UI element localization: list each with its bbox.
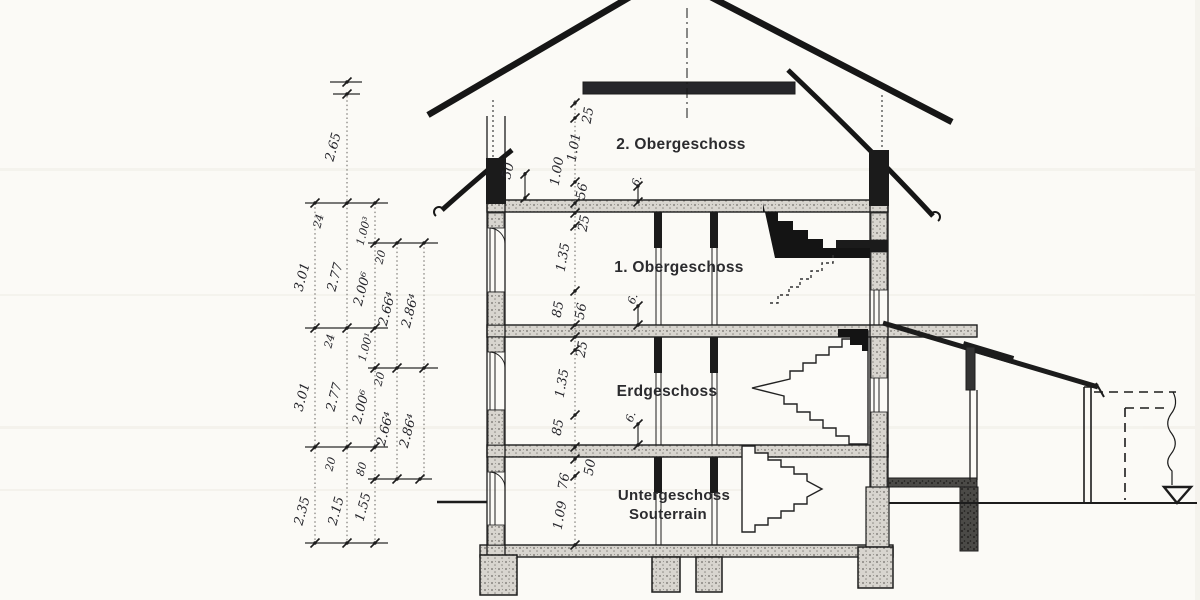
left-gutter-hook	[433, 206, 444, 217]
right-wall-basement	[865, 486, 890, 548]
dim-label: 85	[550, 418, 568, 437]
foundations	[479, 546, 894, 596]
left-wall	[486, 116, 506, 555]
dimension-labels-center: 50 25 1.01 1.00 56 6. 25 1.35 85 56 6. 2…	[499, 106, 644, 531]
window-1og	[488, 352, 505, 411]
dim-label: 24	[310, 213, 326, 231]
ground	[437, 500, 1197, 504]
dim-label: 6.	[625, 292, 641, 306]
dimension-lines	[305, 76, 644, 551]
dim-label: 2.15	[325, 495, 347, 528]
slab-eg-floor	[486, 444, 889, 458]
dim-label: 1.35	[554, 242, 574, 273]
stair-wedge-1og	[751, 330, 869, 445]
window-ug	[489, 472, 496, 525]
dim-label: 2.66⁴	[376, 291, 400, 329]
stair-wedge-ug	[741, 445, 824, 533]
staircase	[741, 203, 870, 533]
dim-label: 1.01	[565, 132, 585, 163]
dim-label: 2.77	[324, 260, 346, 294]
annex-right-wall	[1083, 386, 1098, 503]
dim-label: 1.00	[548, 156, 568, 187]
dim-label: 2.66⁴	[374, 411, 398, 449]
dim-label: 3.01	[292, 261, 314, 293]
dim-label: 6.	[629, 174, 645, 188]
interior-partitions	[654, 212, 718, 545]
collar-beam	[582, 81, 796, 95]
dim-label: 3.01	[292, 381, 314, 413]
annex-floor-band	[887, 477, 978, 488]
floor-label-2og: 2. Obergeschoss	[616, 136, 745, 153]
window-2og	[488, 228, 505, 293]
dim-label: 24	[321, 333, 337, 351]
ground-level-marker	[1161, 485, 1194, 505]
left-rafter	[426, 0, 632, 118]
slab-2og-floor	[486, 199, 889, 213]
floor-label-1og: 1. Obergeschoss	[614, 259, 743, 276]
floor-label-ug: Untergeschoss	[618, 487, 730, 504]
dim-label: 50	[499, 161, 518, 181]
dim-label: 2.86⁴	[397, 413, 421, 451]
annex-wall-footing	[959, 486, 979, 552]
dim-label: 25	[574, 340, 592, 360]
right-rafter	[709, 0, 954, 125]
dim-label: 20	[372, 249, 388, 267]
dim-label: 6.	[623, 410, 639, 424]
right-wall	[836, 150, 890, 548]
dim-label: 2.35	[291, 495, 313, 528]
footing-right	[857, 546, 894, 589]
dim-label: 2.00⁶	[350, 389, 374, 427]
left-knee-wall	[486, 158, 506, 204]
window-2og-swing	[489, 227, 506, 245]
stair-flight-dashed	[767, 255, 834, 304]
dim-label: 2.00⁶	[351, 271, 375, 309]
floor-label-eg: Erdgeschoss	[617, 383, 718, 400]
dim-label: 25	[576, 214, 594, 234]
dim-label: 20	[371, 371, 387, 389]
dim-label: 1.00¹	[356, 331, 376, 362]
footing-left	[479, 554, 518, 596]
dim-label: 1.35	[553, 368, 573, 399]
floor-labels: 2. Obergeschoss 1. Obergeschoss Erdgesch…	[614, 136, 745, 523]
dim-label: 1.09	[551, 500, 571, 531]
dimension-labels-left: 2.65 24 1.00³ 3.01 2.77 2.00⁶ 20 2.66⁴ 2…	[291, 131, 422, 528]
dim-label: 25	[580, 106, 598, 126]
annex-post	[965, 346, 976, 391]
stair-wedge-1og-blacksteps	[838, 329, 868, 351]
right-knee-wall	[869, 150, 889, 206]
slab-ug-floor	[479, 544, 894, 558]
right-gutter-hook	[930, 211, 941, 222]
annex	[882, 320, 1194, 552]
dim-label: 2.86⁴	[399, 293, 423, 331]
dim-label: 20	[322, 456, 338, 474]
dim-label: 76	[556, 472, 574, 491]
annex-roof-end-tick	[1095, 382, 1105, 398]
floor-slabs	[479, 81, 978, 558]
stair-flight-top	[763, 203, 870, 258]
footing-mid-2	[695, 556, 723, 593]
terrain-break-squiggle	[1167, 391, 1177, 485]
roof	[426, 0, 954, 222]
window-ug-swing	[489, 471, 506, 489]
dim-label: 85	[550, 300, 568, 319]
dim-label: 1.55	[353, 491, 375, 523]
dimension-ticks	[309, 76, 644, 551]
annex-inner-wall	[969, 390, 978, 480]
window-1og-swing	[489, 351, 506, 369]
footing-mid-1	[651, 556, 681, 593]
future-extension-dashed	[1094, 391, 1176, 500]
dim-label: 2.77	[323, 380, 345, 414]
right-eave-flare	[786, 68, 935, 218]
dim-label: 2.65	[322, 131, 344, 164]
dim-label: 1.00³	[354, 215, 374, 246]
dim-label: 56	[574, 182, 592, 201]
dim-label: 80	[354, 461, 370, 478]
floor-label-souterrain: Souterrain	[629, 506, 707, 523]
dim-label: 56	[573, 302, 591, 321]
dim-label: 50	[582, 458, 600, 477]
